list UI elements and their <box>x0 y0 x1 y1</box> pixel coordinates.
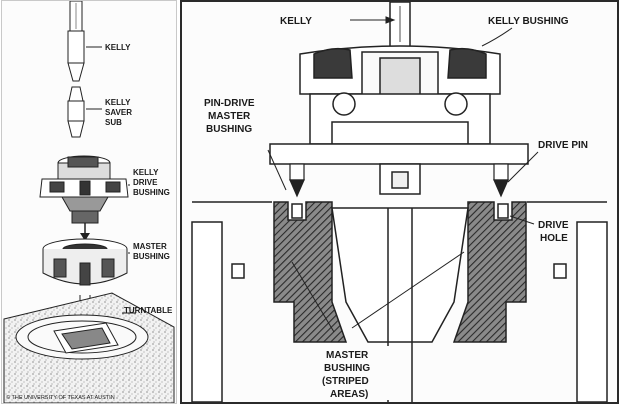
master-bushing-label-line4: AREAS) <box>330 389 368 400</box>
kelly-drive-bushing-label-line2: DRIVE <box>133 178 158 187</box>
drop-arrow-1 <box>80 223 90 241</box>
turntable-part <box>3 292 175 403</box>
drive-hole-label-line1: DRIVE <box>538 220 569 231</box>
master-bushing-label-backdrop <box>320 346 392 400</box>
kelly-drive-bushing-label-line3: BUSHING <box>133 188 170 197</box>
kelly-saver-label-line3: SUB <box>105 118 122 127</box>
master-bushing-label-line2: BUSHING <box>324 363 370 374</box>
kelly-label-right: KELLY <box>280 16 312 27</box>
pin-drive-master-bushing-label-line3: BUSHING <box>206 124 252 135</box>
master-bushing-label-line1: MASTER <box>133 242 167 251</box>
rotary-table-body <box>191 201 608 402</box>
right-leader-lines <box>267 16 539 333</box>
kelly-saver-label-line1: KELLY <box>105 98 131 107</box>
master-bushing-label-line1: MASTER <box>326 350 369 361</box>
kelly-part <box>67 1 85 82</box>
pin-drive-master-bushing-label-line2: MASTER <box>208 111 251 122</box>
kelly-saver-label-line2: SAVER <box>105 108 132 117</box>
master-bushing-label-line2: BUSHING <box>133 252 170 261</box>
kelly-drive-bushing-part <box>39 155 129 224</box>
kelly-saver-sub-part <box>67 86 85 138</box>
cross-section-drawing: KELLY KELLY BUSHING PIN-DRIVE MASTER BUS… <box>191 2 608 402</box>
master-bushing-striped-area <box>273 201 527 343</box>
master-bushing-label-line3: (STRIPED <box>322 376 369 387</box>
kelly-drive-bushing-label-line1: KELLY <box>133 168 159 177</box>
turntable-label: TURNTABLE <box>124 306 173 315</box>
exploded-view-drawing: KELLY KELLY SAVER SUB KELLY DRIVE BUSHIN… <box>3 1 175 403</box>
drive-hole-label-line2: HOLE <box>540 233 568 244</box>
kelly-label: KELLY <box>105 43 131 52</box>
kelly-bushing-label: KELLY BUSHING <box>488 16 569 27</box>
copyright-credit: © THE UNIVERSITY OF TEXAS AT AUSTIN <box>6 394 115 401</box>
drive-pin-left <box>289 163 305 198</box>
cross-section-panel: KELLY KELLY BUSHING PIN-DRIVE MASTER BUS… <box>180 0 619 404</box>
exploded-view-panel: KELLY KELLY SAVER SUB KELLY DRIVE BUSHIN… <box>1 0 177 404</box>
kelly-bushing-assembly <box>269 45 529 195</box>
drive-pin-label: DRIVE PIN <box>538 140 588 151</box>
drive-pin-right <box>493 163 509 198</box>
master-bushing-part <box>42 238 128 286</box>
pin-drive-master-bushing-label-line1: PIN-DRIVE <box>204 98 255 109</box>
